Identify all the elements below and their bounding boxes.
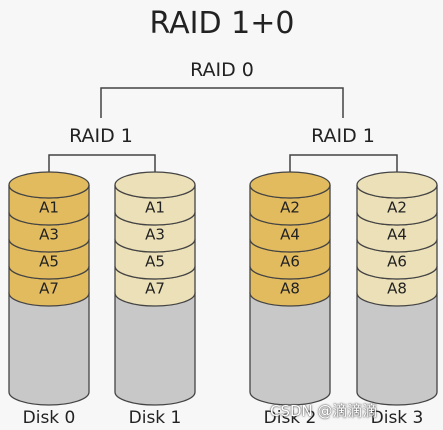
disk-1-block-label-3: A7 xyxy=(145,280,165,298)
disk-3-unused-space xyxy=(356,292,438,406)
disk-1-unused-space xyxy=(114,292,196,406)
raid1-left-label: RAID 1 xyxy=(69,125,133,147)
disk-3-label: Disk 3 xyxy=(371,408,424,428)
disk-1-top-cap xyxy=(114,171,196,199)
disk-2-block-label-1: A4 xyxy=(280,226,300,244)
disk-0-block-label-1: A3 xyxy=(39,226,59,244)
csdn-watermark: CSDN @滴滴滴 xyxy=(270,402,378,420)
disk-0-block-label-3: A7 xyxy=(39,280,59,298)
raid0-label: RAID 0 xyxy=(190,59,254,81)
disk-2-block-label-2: A6 xyxy=(280,253,300,271)
disk-2-block-label-0: A2 xyxy=(280,199,300,217)
disk-1-block-label-0: A1 xyxy=(145,199,165,217)
disk-1-label: Disk 1 xyxy=(129,408,182,428)
disk-3-block-label-3: A8 xyxy=(387,280,407,298)
disk-0-block-label-0: A1 xyxy=(39,199,59,217)
disk-2-block-label-3: A8 xyxy=(280,280,300,298)
raid1-right-label: RAID 1 xyxy=(311,125,375,147)
disk-3-block-label-0: A2 xyxy=(387,199,407,217)
diagram-title: RAID 1+0 xyxy=(150,6,295,41)
disk-2-label: Disk 2 xyxy=(264,408,317,428)
disk-1-block-label-1: A3 xyxy=(145,226,165,244)
disk-0-unused-space xyxy=(8,292,90,406)
disk-2-unused-space xyxy=(249,292,331,406)
disk-0-label: Disk 0 xyxy=(23,408,76,428)
raid1-right-connector xyxy=(289,154,398,172)
disk-3-block-label-1: A4 xyxy=(387,226,407,244)
disk-2-top-cap xyxy=(249,171,331,199)
disk-0-top-cap xyxy=(8,171,90,199)
raid1-left-connector xyxy=(48,154,156,172)
raid0-connector xyxy=(100,87,344,118)
disk-3-top-cap xyxy=(356,171,438,199)
disk-3-block-label-2: A6 xyxy=(387,253,407,271)
disk-1-block-label-2: A5 xyxy=(145,253,165,271)
disk-0-block-label-2: A5 xyxy=(39,253,59,271)
